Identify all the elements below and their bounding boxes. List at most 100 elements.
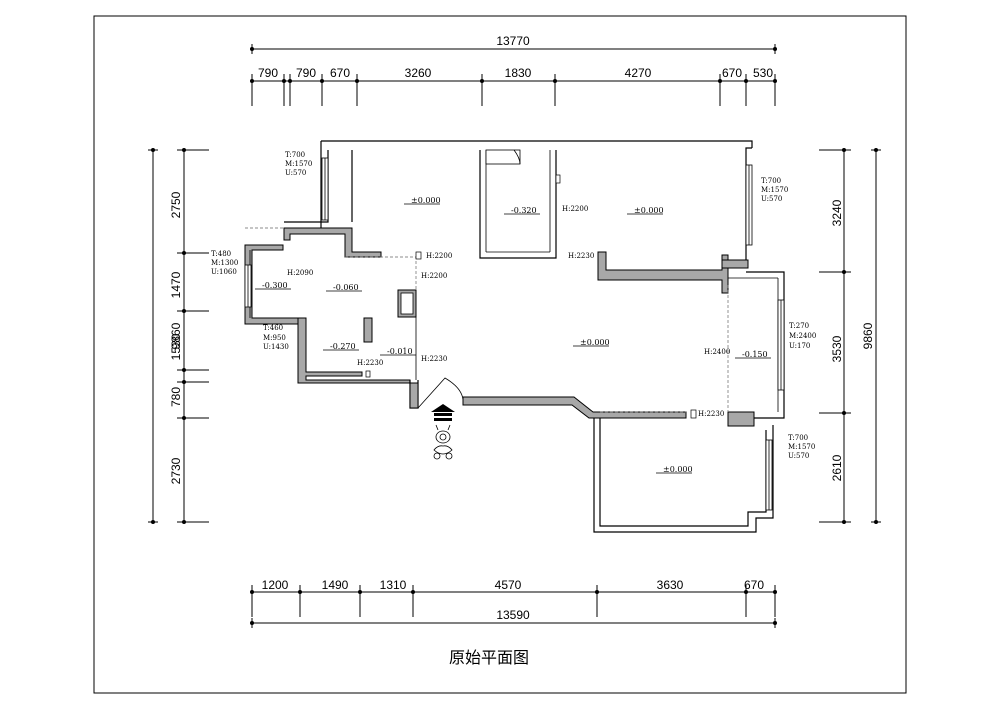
dim-dot bbox=[288, 79, 292, 83]
height-label: H:2230 bbox=[698, 410, 724, 418]
svg-text:U:1060: U:1060 bbox=[211, 268, 237, 276]
bottom-dim-5: 670 bbox=[744, 578, 764, 592]
dim-dot bbox=[718, 79, 722, 83]
dim-dot bbox=[842, 520, 846, 524]
dim-dot bbox=[553, 79, 557, 83]
svg-text:M:2400: M:2400 bbox=[789, 332, 816, 340]
dim-dot bbox=[773, 79, 777, 83]
svg-text:T:700: T:700 bbox=[788, 434, 808, 442]
right-dim-0: 3240 bbox=[830, 199, 844, 226]
height-label: H:2400 bbox=[704, 348, 730, 356]
dim-dot bbox=[182, 520, 186, 524]
dim-dot bbox=[182, 416, 186, 420]
bottom-dim-4: 3630 bbox=[657, 578, 684, 592]
height-label: H:2200 bbox=[426, 252, 452, 260]
svg-text:M:1570: M:1570 bbox=[788, 443, 815, 451]
svg-text:M:1570: M:1570 bbox=[285, 160, 312, 168]
top-dim-4: 1830 bbox=[505, 66, 532, 80]
left-dim-3: 780 bbox=[169, 387, 183, 407]
svg-text:M:1570: M:1570 bbox=[761, 186, 788, 194]
dim-dot bbox=[842, 148, 846, 152]
top-dim-7: 530 bbox=[753, 66, 773, 80]
dim-dot bbox=[773, 590, 777, 594]
dim-dot bbox=[250, 79, 254, 83]
right-total-dim: 9860 bbox=[861, 322, 875, 349]
left-total-dim: 9860 bbox=[169, 322, 183, 349]
top-dim-5: 4270 bbox=[625, 66, 652, 80]
level-label: -0.150 bbox=[742, 350, 768, 359]
svg-text:T:270: T:270 bbox=[789, 322, 809, 330]
walls bbox=[244, 140, 785, 533]
left-dimensions: 9860 2750 1470 1530 780 2730 bbox=[148, 148, 209, 524]
level-label: -0.010 bbox=[387, 347, 413, 356]
top-dim-2: 670 bbox=[330, 66, 350, 80]
window-note-6: T:700 M:1570 U:570 bbox=[788, 434, 815, 460]
left-dim-1: 1470 bbox=[169, 271, 183, 298]
dim-dot bbox=[250, 590, 254, 594]
window-note-4: T:270 M:2400 U:170 bbox=[789, 322, 816, 350]
top-dim-6: 670 bbox=[722, 66, 742, 80]
left-dim-4: 2730 bbox=[169, 457, 183, 484]
dim-dot bbox=[182, 380, 186, 384]
right-dim-2: 2610 bbox=[830, 454, 844, 481]
bottom-total-dim: 13590 bbox=[496, 608, 530, 622]
level-label: ±0.000 bbox=[411, 196, 441, 205]
dim-dot bbox=[842, 270, 846, 274]
left-dim-2: 1530 bbox=[169, 333, 183, 360]
bottom-dim-0: 1200 bbox=[262, 578, 289, 592]
entrance-arrow-icon bbox=[431, 404, 455, 421]
window-note-5: T:460 M:950 U:1430 bbox=[263, 324, 289, 351]
window-note-3: T:480 M:1300 U:1060 bbox=[211, 250, 238, 276]
floor-levels: ±0.000 -0.320 ±0.000 -0.300 -0.060 ±0.00… bbox=[255, 196, 771, 474]
dim-dot bbox=[182, 251, 186, 255]
dim-dot bbox=[298, 590, 302, 594]
svg-text:U:570: U:570 bbox=[788, 452, 809, 460]
bottom-dim-2: 1310 bbox=[380, 578, 407, 592]
dim-dot bbox=[842, 411, 846, 415]
level-label: -0.300 bbox=[262, 281, 288, 290]
height-label: H:2200 bbox=[421, 272, 447, 280]
left-dim-0: 2750 bbox=[169, 191, 183, 218]
top-dim-1: 790 bbox=[296, 66, 316, 80]
level-label: ±0.000 bbox=[634, 206, 664, 215]
top-total-dim: 13770 bbox=[496, 34, 530, 48]
drawing-title: 原始平面图 bbox=[449, 648, 529, 667]
height-label: H:2230 bbox=[568, 252, 594, 260]
height-label: H:2230 bbox=[357, 359, 383, 367]
level-label: ±0.000 bbox=[663, 465, 693, 474]
svg-text:U:570: U:570 bbox=[761, 195, 782, 203]
svg-text:M:1300: M:1300 bbox=[211, 259, 238, 267]
drawing-frame bbox=[93, 15, 907, 694]
bottom-dimensions: 1200 1490 1310 4570 3630 670 13590 bbox=[250, 578, 777, 628]
dim-dot bbox=[182, 148, 186, 152]
height-label: H:2200 bbox=[562, 205, 588, 213]
window-note-1: T:700 M:1570 U:570 bbox=[285, 151, 312, 177]
dim-dot bbox=[480, 79, 484, 83]
svg-text:T:700: T:700 bbox=[761, 177, 781, 185]
dim-dot bbox=[595, 590, 599, 594]
person-icon bbox=[433, 424, 453, 460]
bottom-dim-1: 1490 bbox=[322, 578, 349, 592]
dim-dot bbox=[411, 590, 415, 594]
dim-dot bbox=[744, 590, 748, 594]
svg-text:T:700: T:700 bbox=[285, 151, 305, 159]
right-dimensions: 3240 3530 2610 9860 bbox=[819, 148, 881, 524]
height-labels: H:2200 H:2230 H:2200 H:2090 H:2200 H:223… bbox=[287, 205, 730, 418]
dim-dot bbox=[182, 368, 186, 372]
dim-dot bbox=[182, 309, 186, 313]
dim-dot bbox=[355, 79, 359, 83]
height-label: H:2090 bbox=[287, 269, 313, 277]
top-dim-0: 790 bbox=[258, 66, 278, 80]
svg-text:U:170: U:170 bbox=[789, 342, 810, 350]
level-label: ±0.000 bbox=[580, 338, 610, 347]
bottom-dim-3: 4570 bbox=[495, 578, 522, 592]
top-dim-3: 3260 bbox=[405, 66, 432, 80]
right-dim-1: 3530 bbox=[830, 335, 844, 362]
dim-dot bbox=[320, 79, 324, 83]
svg-text:T:460: T:460 bbox=[263, 324, 283, 332]
dim-dot bbox=[358, 590, 362, 594]
level-label: -0.320 bbox=[511, 206, 537, 215]
svg-text:T:480: T:480 bbox=[211, 250, 231, 258]
top-dimensions: 13770 790 790 670 3260 1830 4270 670 530 bbox=[250, 34, 777, 106]
